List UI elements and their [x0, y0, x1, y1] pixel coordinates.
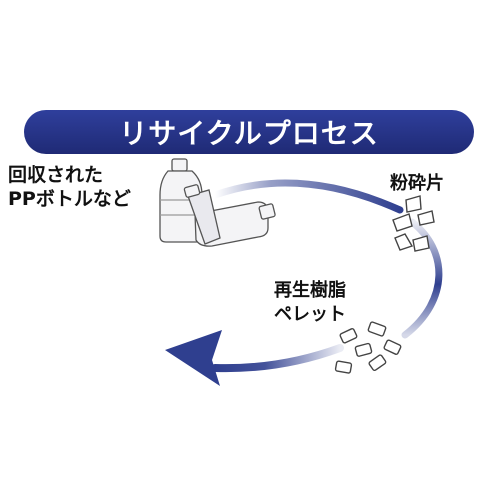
- stage-label-collected: 回収された PPボトルなど: [8, 163, 131, 211]
- cycle-arrow-right: [401, 218, 443, 339]
- pellet-icon: [334, 321, 402, 374]
- stage-label-collected-line1: 回収された: [8, 164, 104, 186]
- cycle-arrow-bottom: [211, 344, 344, 373]
- stage-label-pellets-line1: 再生樹脂: [274, 280, 346, 301]
- cycle-arrow-icon: [165, 330, 222, 386]
- cycle-arrow-top: [211, 179, 404, 214]
- stage-label-flakes: 粉砕片: [390, 172, 444, 196]
- stage-label-pellets: 再生樹脂 ペレット: [274, 279, 346, 327]
- title-banner: リサイクルプロセス: [24, 110, 474, 154]
- bottle-icon: [159, 158, 276, 247]
- flake-icon: [392, 195, 435, 252]
- stage-label-pellets-line2: ペレット: [274, 304, 346, 325]
- page-title: リサイクルプロセス: [119, 117, 379, 150]
- stage-label-collected-line2: PPボトルなど: [8, 188, 131, 210]
- stage-label-flakes-text: 粉砕片: [390, 173, 444, 194]
